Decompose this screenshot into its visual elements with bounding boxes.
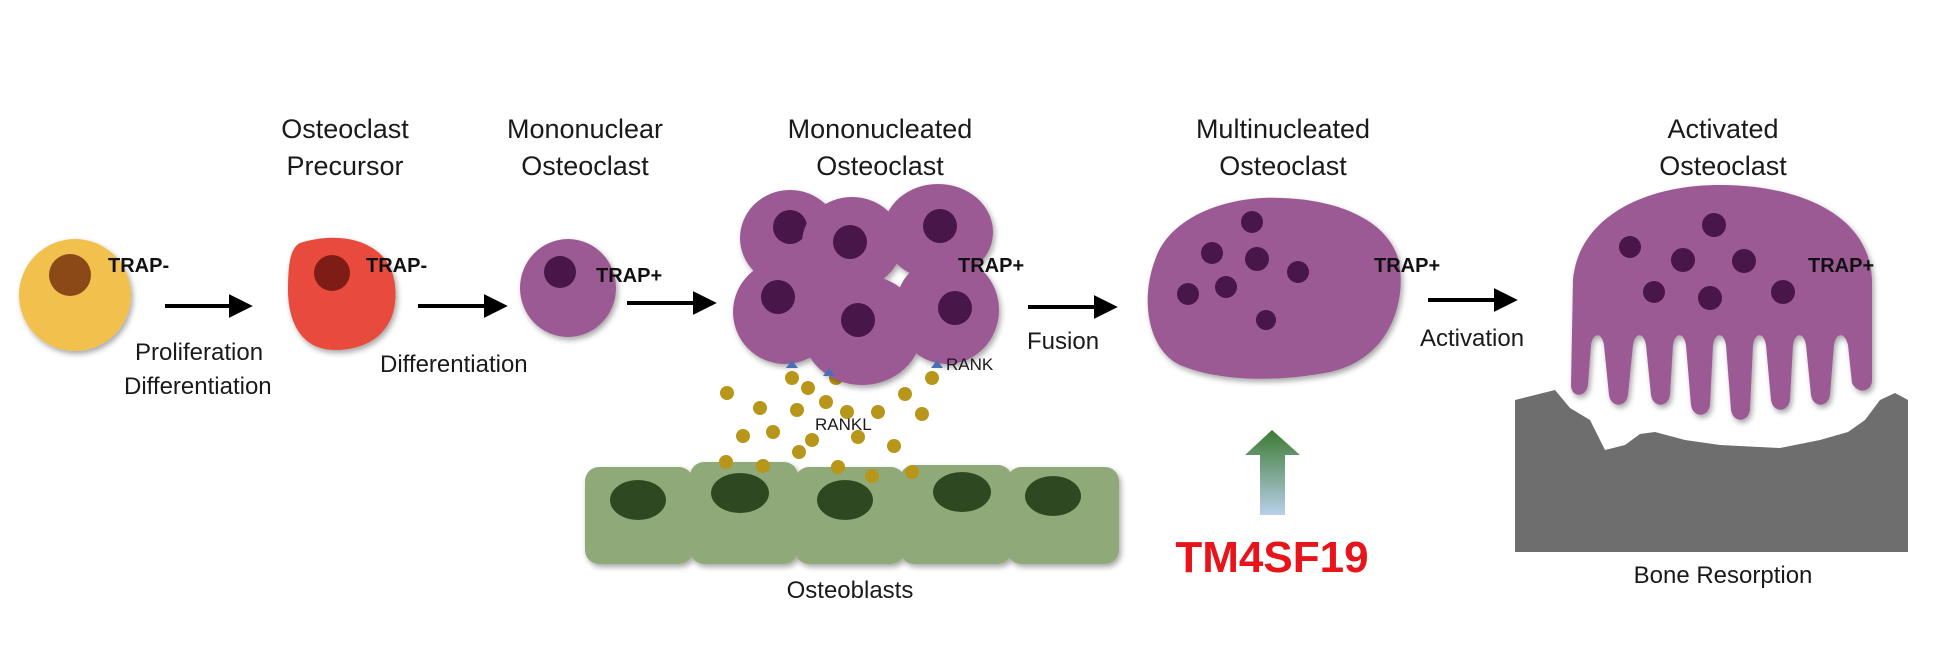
stem-cell-marker: TRAP- [108,255,169,277]
rank-label: RANK [946,355,994,374]
bone-block [1515,390,1908,552]
stage-title-precursor-line1: Osteoclast [281,114,409,144]
upregulation-arrow [1245,430,1300,515]
stem-cell-nucleus [49,254,91,296]
multinucleated-marker: TRAP+ [1374,255,1440,277]
stage-title-mononuclear: Mononuclear Osteoclast [507,114,663,181]
step-differentiation-1: Differentiation [124,373,272,400]
activated-osteoclast-nuclei [1619,213,1795,310]
mononucleated-osteoclast-cluster [733,184,999,385]
step-activation: Activation [1420,325,1524,352]
osteoclast-cell [883,184,993,280]
osteoblast-cell [795,467,905,564]
stage-title-mononuclear-line1: Mononuclear [507,114,663,144]
stage-title-multinucleated: Multinucleated Osteoclast [1196,114,1370,181]
precursor-cell-body [288,237,396,350]
osteoblast-cell [1007,467,1119,564]
step-differentiation-2: Differentiation [380,351,528,378]
stage-title-activated: Activated Osteoclast [1659,114,1787,181]
stem-cell [19,239,131,351]
precursor-cell [288,237,396,350]
stage-title-activated-line2: Osteoclast [1659,151,1787,181]
activated-marker: TRAP+ [1808,255,1874,277]
stage-title-multinucleated-line2: Osteoclast [1219,151,1347,181]
mononuclear-marker: TRAP+ [596,265,662,287]
precursor-cell-nucleus [314,255,350,291]
rank-receptors [786,360,943,376]
stage-title-activated-line1: Activated [1667,114,1778,144]
rankl-particles [719,371,939,483]
mononuclear-osteoclast-body [520,239,616,337]
mononuclear-osteoclast [520,239,616,337]
osteoblast-cell [585,467,693,564]
rankl-label: RANKL [815,415,872,434]
bone-surface [1515,390,1908,552]
step-fusion: Fusion [1027,328,1099,355]
mononucleated-marker: TRAP+ [958,255,1024,277]
osteoclast-cell [802,197,902,289]
step-proliferation: Proliferation [135,339,263,366]
stage-title-precursor-line2: Precursor [286,151,403,181]
osteoblast-layer [585,462,1119,564]
gene-label: TM4SF19 [1175,533,1368,582]
stage-title-mononuclear-line2: Osteoclast [521,151,649,181]
osteoblast-cell [900,465,1012,564]
stage-title-mononucleated-line2: Osteoclast [816,151,944,181]
bone-resorption-label: Bone Resorption [1634,562,1813,589]
precursor-marker: TRAP- [366,255,427,277]
activated-osteoclast-body [1571,185,1872,420]
stage-title-precursor: Osteoclast Precursor [281,114,409,181]
multinucleated-osteoclast [1147,197,1401,379]
mononuclear-osteoclast-nucleus [544,256,576,288]
multinucleated-osteoclast-nuclei [1177,211,1309,330]
osteoblast-cell [690,462,798,564]
stage-title-mononucleated-line1: Mononucleated [788,114,973,144]
stage-title-mononucleated: Mononucleated Osteoclast [788,114,973,181]
osteoblasts-label: Osteoblasts [787,577,914,604]
activated-osteoclast [1571,185,1872,420]
osteoclast-cell [895,256,999,364]
stage-title-multinucleated-line1: Multinucleated [1196,114,1370,144]
osteoclast-cell [802,275,922,385]
